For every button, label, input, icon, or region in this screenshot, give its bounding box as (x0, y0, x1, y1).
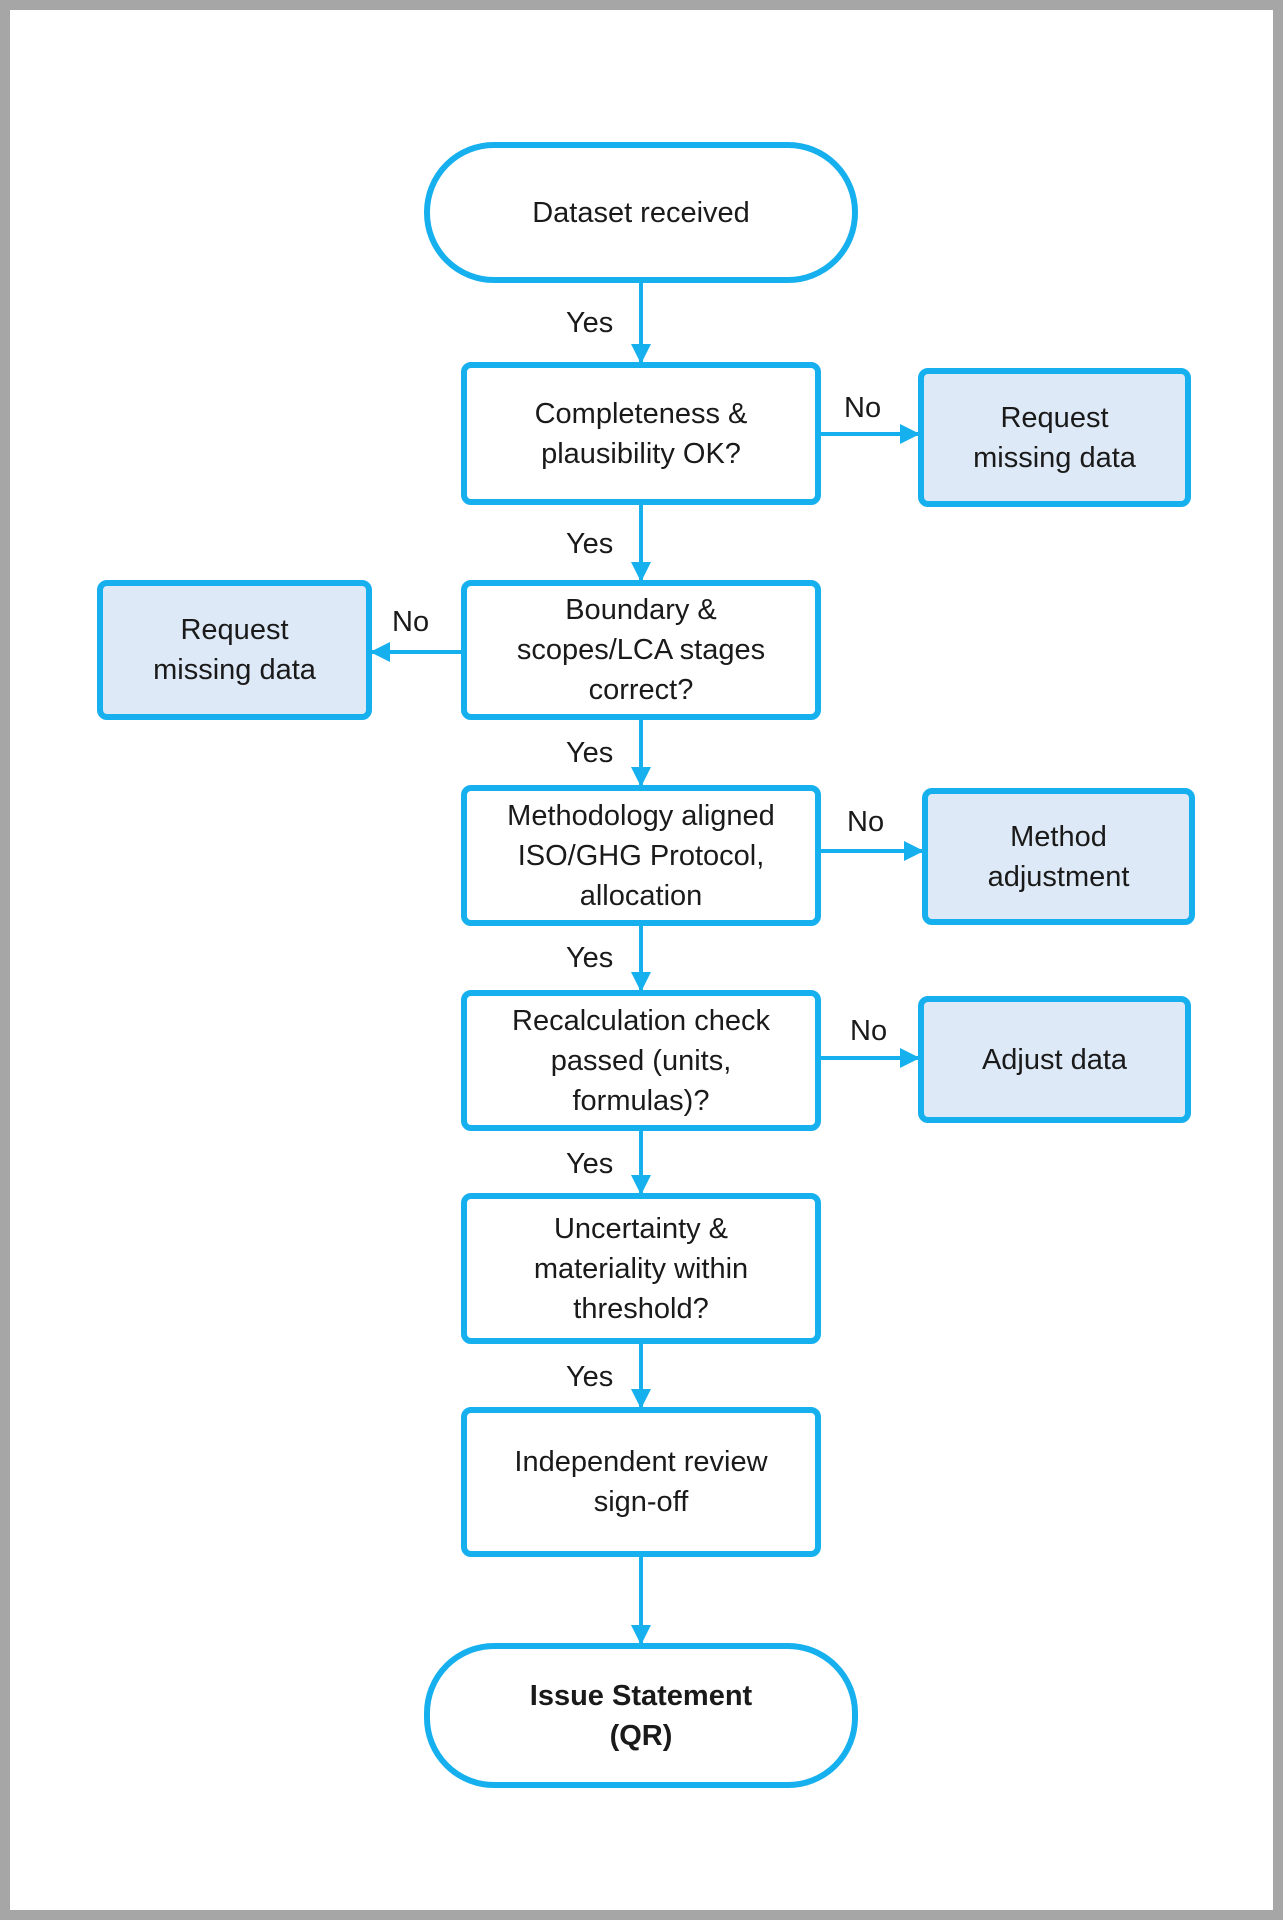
method-adjustment-box: Method adjustment (922, 788, 1195, 925)
boundary-check-label: Boundary & scopes/LCA stages correct? (516, 594, 766, 706)
yes-label-1: Yes (566, 307, 614, 339)
completeness-check-box: Completeness & plausibility OK? (461, 362, 821, 505)
yes-label-3: Yes (566, 737, 614, 769)
no-label-4: No (850, 1015, 888, 1047)
adjust-data-box: Adjust data (918, 996, 1191, 1123)
start-label: Dataset received (532, 196, 750, 229)
recalculation-check-box: Recalculation check passed (units, formu… (461, 990, 821, 1131)
boundary-check-box: Boundary & scopes/LCA stages correct? (461, 580, 821, 720)
no-label-2: No (392, 606, 430, 638)
request-missing-data-box-right: Request missing data (918, 368, 1191, 507)
method-adjustment-label: Method adjustment (987, 820, 1130, 893)
no-label-3: No (847, 806, 885, 838)
request-missing-data-label-right: Request missing data (973, 401, 1136, 474)
independent-review-box: Independent review sign-off (461, 1407, 821, 1557)
yes-label-5: Yes (566, 1148, 614, 1180)
completeness-check-label: Completeness & plausibility OK? (534, 397, 748, 470)
request-missing-data-label-left: Request missing data (153, 614, 316, 686)
no-label-1: No (844, 392, 882, 424)
methodology-check-label: Methodology aligned ISO/GHG Protocol, al… (507, 799, 775, 912)
adjust-data-label: Adjust data (981, 1043, 1128, 1076)
end-terminal: Issue Statement (QR) (424, 1643, 858, 1788)
request-missing-data-box-left: Request missing data (97, 580, 372, 720)
recalculation-check-label: Recalculation check passed (units, formu… (512, 1004, 770, 1117)
yes-label-6: Yes (566, 1361, 614, 1393)
yes-label-4: Yes (566, 942, 614, 974)
uncertainty-check-box: Uncertainty & materiality within thresho… (461, 1193, 821, 1344)
independent-review-label: Independent review sign-off (514, 1446, 768, 1518)
methodology-check-box: Methodology aligned ISO/GHG Protocol, al… (461, 785, 821, 926)
yes-label-2: Yes (566, 528, 614, 560)
end-label: Issue Statement (QR) (529, 1679, 753, 1752)
uncertainty-check-label: Uncertainty & materiality within thresho… (533, 1212, 749, 1325)
start-terminal: Dataset received (424, 142, 858, 283)
